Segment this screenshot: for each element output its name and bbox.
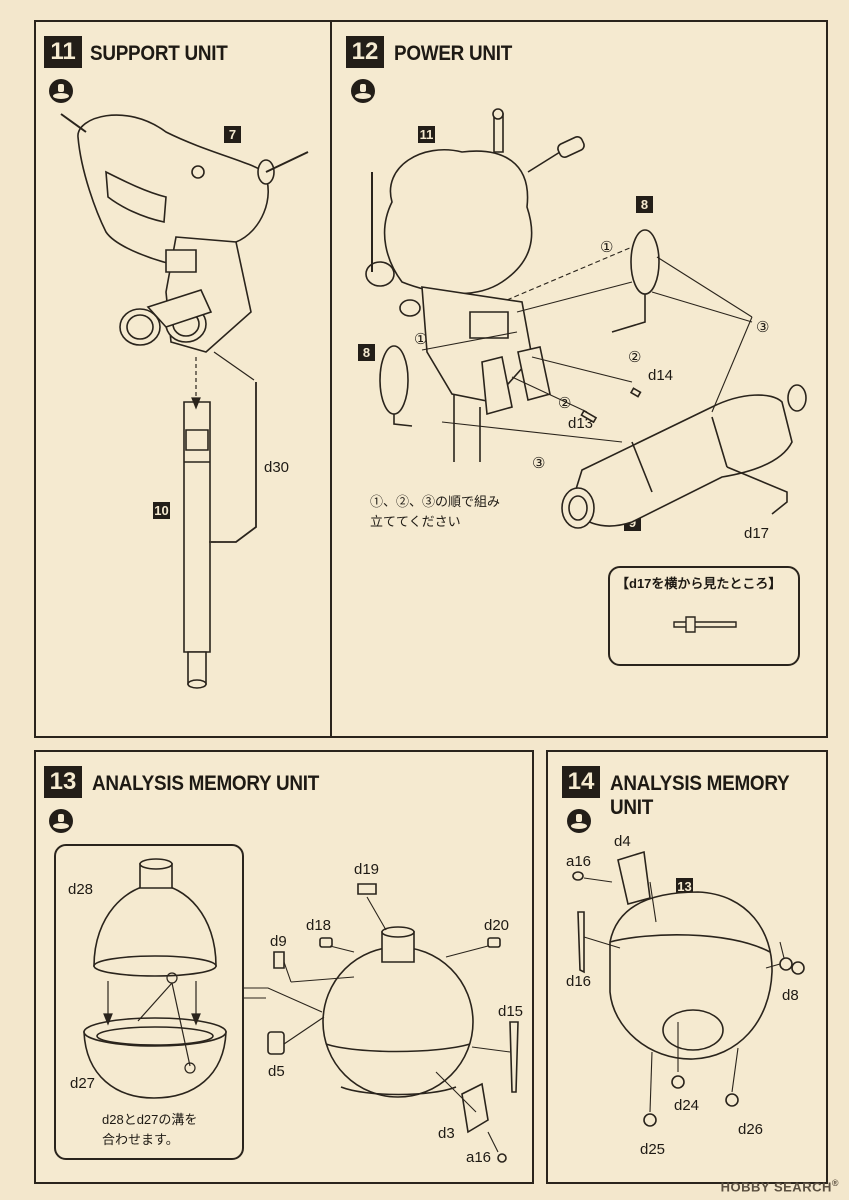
part-tag-10: 10 (153, 502, 170, 519)
part-label-d14: d14 (648, 367, 674, 384)
part-label-d5: d5 (268, 1063, 285, 1080)
d28-d27-drawing (56, 846, 246, 1162)
part-label-d24: d24 (674, 1097, 700, 1114)
step-title-12: POWER UNIT (394, 42, 513, 65)
order-marker-2-upper: ② (628, 349, 642, 366)
power-unit-illustration (332, 22, 830, 740)
part-tag-13: 13 (676, 878, 693, 895)
part-label-d15: d15 (498, 1003, 524, 1020)
part-label-d18: d18 (306, 917, 332, 934)
panel-step-11: 11 SUPPORT UNIT 7 10 d30 (34, 20, 332, 738)
order-marker-3-right: ③ (756, 319, 770, 336)
step-number-12: 12 (346, 36, 384, 68)
part-label-a16: a16 (566, 853, 592, 870)
step-title-11: SUPPORT UNIT (90, 42, 228, 65)
groove-note-line-2: 合わせます。 (102, 1132, 179, 1147)
part-label-d17: d17 (744, 525, 770, 542)
analysis-memory-sphere-14 (548, 752, 830, 1186)
part-label-d9: d9 (270, 933, 287, 950)
part-label-d28: d28 (68, 881, 94, 898)
part-label-d3: d3 (438, 1125, 455, 1142)
d17-side-view-inset: 【d17を横から見たところ】 (608, 566, 800, 666)
part-label-a16: a16 (466, 1149, 492, 1166)
analysis-memory-sphere-13 (36, 752, 536, 1186)
part-label-d4: d4 (614, 833, 631, 850)
part-label-d16: d16 (566, 973, 592, 990)
step-number-13: 13 (44, 766, 82, 798)
part-tag-7: 7 (224, 126, 241, 143)
part-label-d27: d27 (70, 1075, 96, 1092)
part-label-d20: d20 (484, 917, 510, 934)
watermark-brand: HOBBY SEARCH (720, 1179, 832, 1194)
order-marker-1-lower: ① (414, 331, 428, 348)
part-label-d19: d19 (354, 861, 380, 878)
cement-icon (351, 79, 375, 103)
d28-d27-detail-inset: d28 d27 d28とd27の溝を 合わせます。 (54, 844, 244, 1160)
hobby-search-watermark: HOBBY SEARCH® (721, 1178, 839, 1194)
assembly-order-note-line-1: ①、②、③の順で組み (370, 494, 501, 509)
part-label-d25: d25 (640, 1141, 666, 1158)
panel-step-13: 13 ANALYSIS MEMORY UNIT d28 d27 d28とd27の… (34, 750, 534, 1184)
watermark-registered-mark: ® (831, 1177, 839, 1188)
cement-icon (49, 809, 73, 833)
part-label-d13: d13 (568, 415, 594, 432)
panel-step-14: 14 ANALYSIS MEMORY UNIT d4 a16 13 d16 d8… (546, 750, 828, 1184)
order-marker-3-lower: ③ (532, 455, 546, 472)
d17-side-view-drawing (610, 568, 802, 668)
cement-icon (49, 79, 73, 103)
step-title-14-line-1: ANALYSIS MEMORY (610, 772, 790, 795)
order-marker-1-upper: ① (600, 239, 614, 256)
part-label-d8: d8 (782, 987, 799, 1004)
step-number-11: 11 (44, 36, 82, 68)
step-number-14: 14 (562, 766, 600, 798)
support-unit-illustration (36, 22, 334, 740)
step-title-13: ANALYSIS MEMORY UNIT (92, 772, 320, 795)
assembly-order-note-line-2: 立ててください (370, 514, 461, 529)
part-tag-11: 11 (418, 126, 435, 143)
part-label-d30: d30 (264, 459, 290, 476)
groove-note-line-1: d28とd27の溝を (102, 1112, 198, 1127)
inset-title: 【d17を横から見たところ】 (616, 576, 782, 591)
step-title-14-line-2: UNIT (610, 796, 654, 819)
groove-note: d28とd27の溝を 合わせます。 (102, 1110, 197, 1150)
step-title-14: ANALYSIS MEMORY UNIT (610, 772, 790, 820)
cement-icon (567, 809, 591, 833)
part-label-d26: d26 (738, 1121, 764, 1138)
panel-step-12: 12 POWER UNIT 11 8 8 9 ① ① ② ② ③ ③ d14 d… (330, 20, 828, 738)
part-tag-8-left: 8 (358, 344, 375, 361)
part-tag-8-upper: 8 (636, 196, 653, 213)
assembly-order-note: ①、②、③の順で組み 立ててください (370, 492, 500, 532)
